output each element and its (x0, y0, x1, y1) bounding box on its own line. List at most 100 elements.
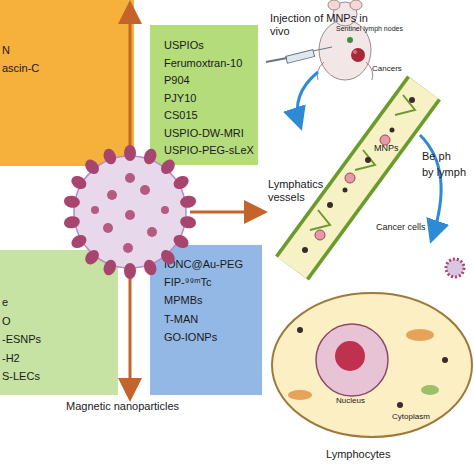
spike (69, 173, 89, 191)
surface-dot (103, 223, 113, 233)
syringe-illustration (266, 47, 332, 63)
mouse-ear (328, 0, 340, 10)
spike (82, 157, 101, 177)
material-name: USPIO-DW-MRI (164, 127, 244, 140)
nucleus-envelope (316, 324, 388, 396)
mnp-dot (397, 402, 403, 408)
syringe-needle (313, 47, 332, 51)
surface-dot (125, 173, 135, 183)
branch-arrow (129, 274, 132, 396)
material-name: MPMBs (164, 294, 203, 307)
mnp-dot (302, 247, 308, 253)
material-name: USPIO-PEG-sLeX (164, 144, 254, 157)
cell-label: Cancer cells (376, 222, 446, 232)
spike (171, 173, 191, 191)
spike (142, 147, 159, 166)
material-box: Nascin-C (0, 0, 134, 166)
material-name: e (2, 296, 8, 309)
organelle (421, 385, 439, 395)
mnp-dot (365, 157, 371, 163)
spike (124, 145, 136, 161)
organelle (406, 329, 434, 341)
surface-dot (140, 185, 150, 195)
material-name: GO-IONPs (164, 331, 217, 344)
structure-label: Lymphatics vessels (268, 178, 330, 203)
lymph-node-dot (347, 37, 353, 43)
surface-dot (161, 206, 169, 214)
mouse-leg (317, 62, 324, 80)
surface-dot (123, 243, 133, 253)
material-name: P904 (164, 74, 190, 87)
mnp-dot (409, 97, 415, 103)
surface-dot (147, 227, 157, 237)
axis-label: Magnetic nanoparticles (66, 400, 226, 413)
branch-arrow (190, 211, 262, 214)
flow-arrow (297, 72, 318, 125)
spike (124, 263, 136, 279)
branch-arrow (129, 6, 132, 150)
vessel-valve (310, 210, 330, 230)
material-name: Ferumoxtran-10 (164, 57, 242, 70)
material-name: S-LECs (2, 370, 40, 383)
material-name: T-MAN (164, 313, 198, 326)
spike (158, 247, 177, 267)
cell-label: Lymphocytes (326, 448, 416, 461)
spike (179, 215, 197, 230)
spike (142, 258, 159, 277)
mnp-dot (390, 128, 395, 133)
mouse-leg (366, 62, 373, 80)
spike (179, 194, 197, 209)
mouse-ear (350, 0, 362, 10)
material-name: USPIOs (164, 39, 204, 52)
material-name: IONC@Au-PEG (164, 258, 243, 271)
nucleolus (335, 341, 365, 371)
syringe-barrel (286, 50, 315, 64)
cancer-cell (315, 230, 325, 240)
anatomy-label: Sentinel lymph nodes (336, 25, 426, 33)
step-label: by lymph (422, 166, 474, 179)
spike (101, 258, 118, 277)
surface-dot (125, 210, 135, 220)
mnp-dot (343, 188, 348, 193)
material-box: eO -ESNPs -H2S-LECs (0, 250, 118, 395)
organelle-label: Nucleus (336, 396, 386, 405)
cancer-cell (345, 173, 355, 183)
surface-dot (107, 190, 117, 200)
material-name: N (2, 44, 10, 57)
cell-membrane (272, 293, 472, 437)
material-name: CS015 (164, 109, 198, 122)
syringe-plunger (266, 58, 287, 62)
mini-nanoparticle (446, 259, 464, 277)
material-box: USPIOsFerumoxtran-10P904PJY10CS015USPIO-… (150, 25, 258, 165)
spike (158, 157, 177, 177)
mnp-dot (442, 357, 448, 363)
surface-dot (91, 206, 99, 214)
particle-label: MNPs (374, 143, 414, 153)
material-name: -H2 (2, 352, 20, 365)
lymphocyte-cell (272, 259, 472, 437)
material-name: O (2, 315, 11, 328)
material-box: IONC@Au-PEG FIP-⁹⁹ᵐTcMPMBsT-MAN GO-IONPs (150, 245, 262, 395)
step-label: Be ph (422, 150, 474, 163)
spike (63, 215, 81, 230)
organelle-label: Cytoplasm (392, 412, 452, 421)
mnp-dot (297, 327, 303, 333)
tumor-blob (351, 48, 365, 62)
anatomy-label: Cancers (372, 64, 432, 73)
material-name: -ESNPs (2, 333, 41, 346)
spike (63, 194, 81, 209)
organelle (288, 390, 312, 400)
step-label: Injection of MNPs in vivo (270, 12, 372, 37)
material-name: PJY10 (164, 92, 196, 105)
spike (82, 247, 101, 267)
vessel-valve (355, 150, 375, 170)
vessel-valve (395, 95, 415, 115)
spike (69, 232, 89, 250)
tumor-spot (353, 50, 357, 54)
nanoparticle-core (74, 156, 186, 268)
material-name: FIP-⁹⁹ᵐTc (164, 276, 212, 289)
spike (101, 147, 118, 166)
material-name: ascin-C (2, 62, 39, 75)
spike (171, 232, 191, 250)
